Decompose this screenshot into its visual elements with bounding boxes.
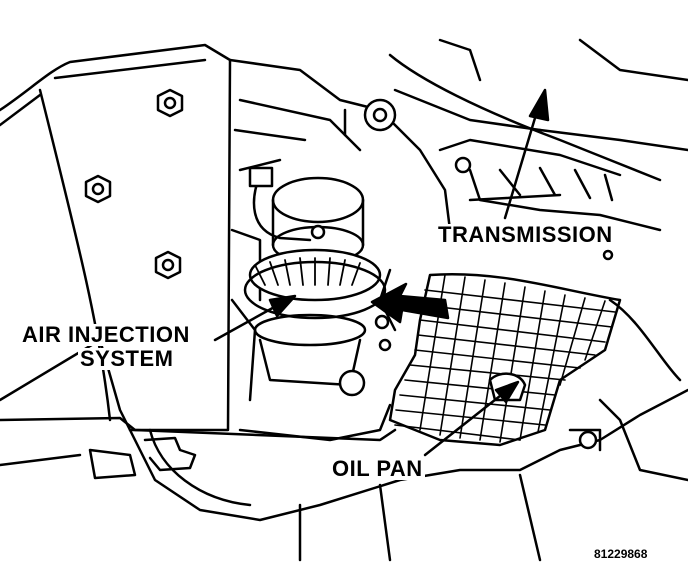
transmission-arrow [503,88,550,220]
body-panel [0,43,232,432]
transmission-housing [388,38,688,261]
figure-id-label: 81229868 [592,547,650,561]
bolt-icon [154,250,182,280]
bolt-icon [156,88,184,118]
oil-pan-label: OIL PAN [330,456,425,481]
bolt-icon [84,174,112,204]
air-injection-label-line2: SYSTEM [78,346,176,371]
air-injection-label-line1: AIR INJECTION [20,322,192,347]
large-direction-arrow [370,282,450,324]
air-injection-arrow [213,294,297,342]
panel-bolts [84,88,184,280]
oil-pan-arrow [423,380,520,457]
transmission-label: TRANSMISSION [436,222,615,247]
leader-arrows [213,88,550,457]
air-injection-pump [243,166,387,397]
lower-crossmember [0,298,688,562]
